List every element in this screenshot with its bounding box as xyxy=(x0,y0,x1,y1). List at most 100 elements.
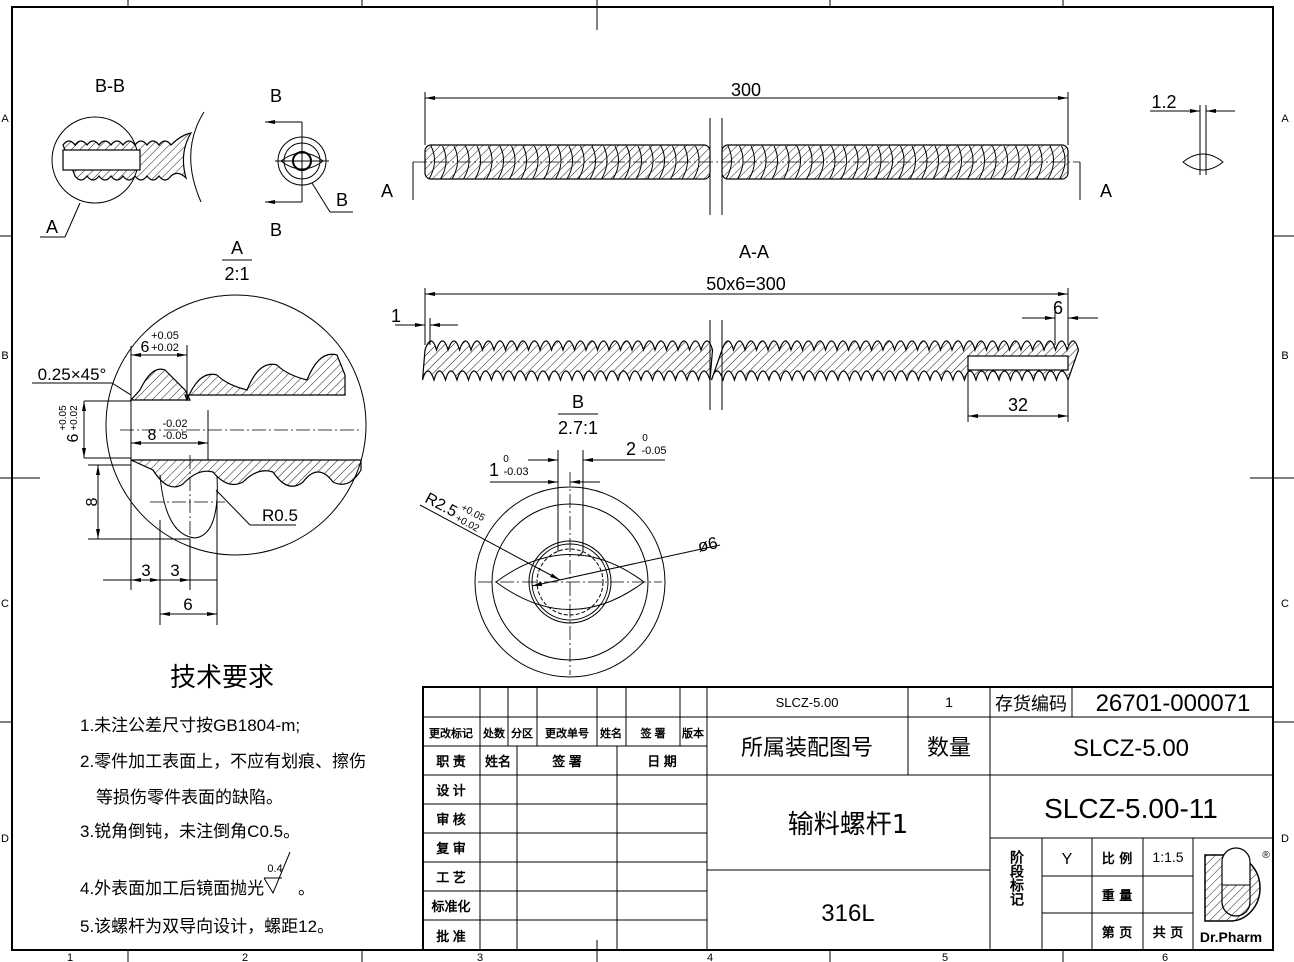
thread-crest xyxy=(863,145,870,180)
roughness-value: 0.4 xyxy=(267,863,282,875)
thread-crest xyxy=(840,145,847,180)
inventory-code: 26701-000071 xyxy=(1096,690,1251,717)
zone-col-1: 1 xyxy=(67,952,73,962)
dim-3-right: 3 xyxy=(170,561,179,580)
detail-a-view: A 2:1 6 +0.05 +0.02 0.25×45° 6 +0.05 +0.… xyxy=(32,238,367,625)
width-dim: 2 xyxy=(626,439,636,459)
side-dim: 1.2 xyxy=(1151,92,1176,112)
thread-crest xyxy=(978,145,985,180)
thread-crest xyxy=(555,145,562,180)
zone-row-b-right: B xyxy=(1281,350,1288,362)
detail-b-scale: 2.7:1 xyxy=(558,418,598,438)
thread-crest xyxy=(647,145,654,180)
rev-header: 更改单号 xyxy=(545,726,589,740)
total-length-dim: 50x6=300 xyxy=(706,274,786,294)
zone-col-6: 6 xyxy=(1162,952,1168,962)
diameter-dim: ø6 xyxy=(696,533,719,556)
thread-crest xyxy=(932,145,939,180)
end-view: B B B xyxy=(265,86,353,240)
stage-label: 阶段标记 xyxy=(1008,849,1025,907)
requirement-item: 2.零件加工表面上，不应有划痕、擦伤 xyxy=(80,752,366,771)
requirement-item: 5.该螺杆为双导向设计，螺距12。 xyxy=(80,917,334,936)
dim-3-left: 3 xyxy=(141,561,150,580)
role-approve: 批 准 xyxy=(436,929,466,944)
pitch-tol-lower: +0.02 xyxy=(151,342,179,354)
section-aa-view: A-A 50x6=300 1 6 32 xyxy=(391,242,1098,422)
tech-requirements-title: 技术要求 xyxy=(170,663,274,693)
role-header: 日 期 xyxy=(647,754,677,769)
zone-row-d-right: D xyxy=(1281,833,1289,845)
tech-requirements: 技术要求 1.未注公差尺寸按GB1804-m; 2.零件加工表面上，不应有划痕、… xyxy=(80,663,366,936)
weight-label: 重 量 xyxy=(1102,888,1133,904)
requirement-item: 4.外表面加工后镜面抛光 xyxy=(80,879,264,898)
detail-a-title: A xyxy=(231,238,243,258)
requirement-item: 等损伤零件表面的缺陷。 xyxy=(96,788,283,807)
requirement-item: 3.锐角倒钝，未注倒角C0.5。 xyxy=(80,822,300,841)
scale-label: 比 例 xyxy=(1102,851,1133,867)
section-mark-right: A xyxy=(1100,181,1112,201)
left-offset-dim: 1 xyxy=(391,306,401,326)
bore-tol-lower: +0.02 xyxy=(69,405,80,431)
pitch-tol-upper: +0.05 xyxy=(151,330,179,342)
assembly-drawing-no: SLCZ-5.00 xyxy=(776,695,839,710)
section-segment xyxy=(421,340,714,383)
title-block: 更改标记 处数 分区 更改单号 姓名 签 署 版本 职 责 姓名 签 署 日 期… xyxy=(422,686,1274,951)
depth-tol-upper: -0.02 xyxy=(162,418,187,430)
scale-value: 1:1.5 xyxy=(1152,849,1183,865)
zone-row-b-left: B xyxy=(1,350,8,362)
rev-header: 分区 xyxy=(511,726,533,740)
bore-tol-upper: +0.05 xyxy=(58,405,69,431)
drawing-number: SLCZ-5.00-11 xyxy=(1044,793,1218,824)
slot-tol-lower: -0.03 xyxy=(503,466,528,478)
bore xyxy=(967,355,1069,371)
zone-row-c-right: C xyxy=(1281,598,1289,610)
side-view: 1.2 xyxy=(1150,92,1235,175)
rev-header: 处数 xyxy=(482,726,506,740)
zone-col-4: 4 xyxy=(707,952,713,962)
thread-crest xyxy=(670,145,677,180)
inventory-label: 存货编码 xyxy=(995,694,1067,715)
requirement-item: 1.未注公差尺寸按GB1804-m; xyxy=(80,716,300,735)
part-name: 输料螺杆1 xyxy=(788,810,909,840)
role-recheck: 复 审 xyxy=(435,841,466,856)
chamfer-dim: 0.25×45° xyxy=(38,365,107,384)
thread-crest xyxy=(817,145,824,180)
stage-value: Y xyxy=(1062,851,1073,868)
logo-text: Dr.Pharm xyxy=(1200,929,1262,945)
bore-length-dim: 32 xyxy=(1008,395,1028,415)
role-review: 审 核 xyxy=(436,812,466,827)
thread-crest xyxy=(532,145,539,180)
zone-row-a-left: A xyxy=(1,113,9,125)
zone-row-c-left: C xyxy=(1,598,9,610)
depth-dim: 8 xyxy=(148,427,157,444)
right-offset-dim: 6 xyxy=(1053,298,1063,318)
zone-col-5: 5 xyxy=(942,952,948,962)
detail-b-title: B xyxy=(572,392,584,412)
role-header: 姓名 xyxy=(484,754,511,769)
registered-mark: ® xyxy=(1262,850,1270,861)
detail-a-scale: 2:1 xyxy=(224,264,249,284)
dim-6: 6 xyxy=(183,595,192,614)
radius-dim: R0.5 xyxy=(262,506,298,525)
role-header: 签 署 xyxy=(551,754,582,769)
section-aa-title: A-A xyxy=(739,242,769,262)
detail-b-callout: B xyxy=(336,190,348,210)
assembly-label: 所属装配图号 xyxy=(741,736,873,761)
main-view: 300 A A xyxy=(381,80,1112,215)
section-bb-view: B-B A xyxy=(40,76,205,238)
pitch-dim: 6 xyxy=(141,339,150,356)
width-tol-lower: -0.05 xyxy=(641,445,666,457)
rev-header: 版本 xyxy=(682,726,704,740)
slot-tol-upper: 0 xyxy=(503,454,509,465)
zone-col-3: 3 xyxy=(477,952,483,962)
page-label: 第 页 xyxy=(1102,925,1133,941)
cut-label-bottom: B xyxy=(270,220,282,240)
role-design: 设 计 xyxy=(436,783,466,798)
rev-header: 姓名 xyxy=(600,726,622,740)
requirement-item-4-suffix: 。 xyxy=(298,879,315,898)
role-process: 工 艺 xyxy=(436,870,466,885)
zone-col-2: 2 xyxy=(242,952,248,962)
total-pages-label: 共 页 xyxy=(1153,925,1184,941)
length-dim: 300 xyxy=(731,80,761,100)
